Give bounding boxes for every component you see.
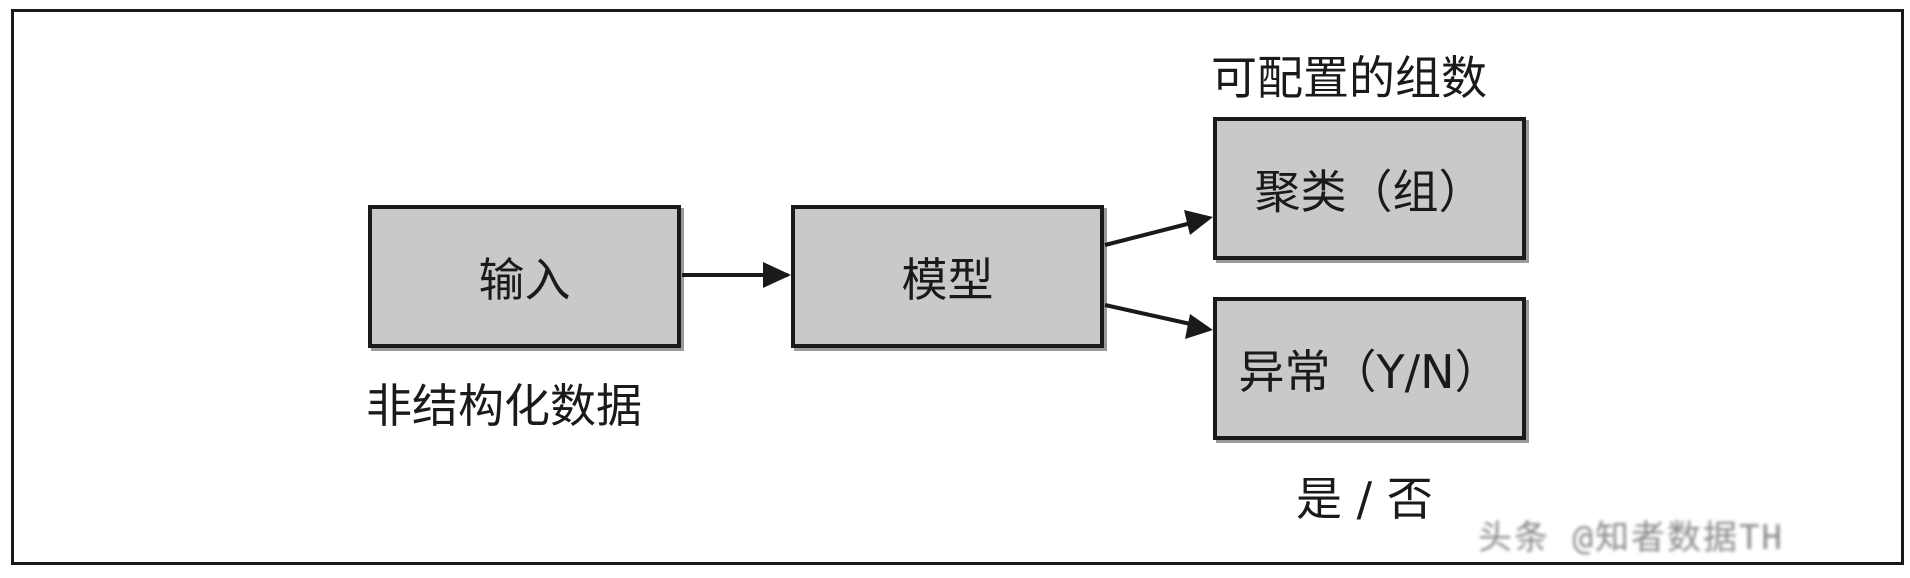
model-box: 模型	[791, 205, 1104, 348]
cluster-caption: 可配置的组数	[1211, 51, 1487, 105]
cluster-label: 聚类（组）	[1254, 164, 1485, 219]
anomaly-label: 异常（Y/N）	[1238, 344, 1501, 399]
anomaly-caption: 是 / 否	[1296, 472, 1433, 526]
anomaly-box: 异常（Y/N）	[1213, 297, 1526, 440]
input-caption: 非结构化数据	[366, 379, 642, 433]
input-label: 输入	[478, 252, 571, 307]
watermark: 头条 @知者数据TH	[1478, 518, 1784, 558]
input-box: 输入	[368, 205, 681, 348]
model-label: 模型	[901, 252, 994, 307]
cluster-box: 聚类（组）	[1213, 117, 1526, 260]
